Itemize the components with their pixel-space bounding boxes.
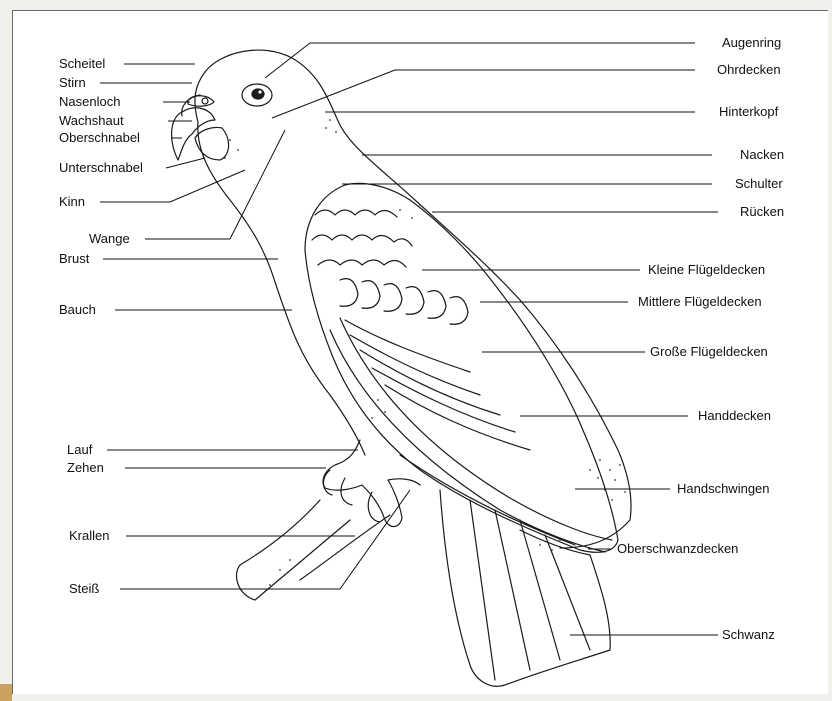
label-ohrdecken: Ohrdecken bbox=[717, 62, 781, 77]
label-mittlere-fluegeldecken: Mittlere Flügeldecken bbox=[638, 294, 762, 309]
label-krallen: Krallen bbox=[69, 528, 109, 543]
label-unterschnabel: Unterschnabel bbox=[59, 160, 143, 175]
left-leaders bbox=[100, 64, 410, 589]
label-ruecken: Rücken bbox=[740, 204, 784, 219]
label-wachshaut: Wachshaut bbox=[59, 113, 124, 128]
label-stirn: Stirn bbox=[59, 75, 86, 90]
primary-feathers bbox=[330, 318, 612, 552]
greater-coverts bbox=[345, 320, 530, 450]
label-scheitel: Scheitel bbox=[59, 56, 105, 71]
parrot-eye bbox=[252, 89, 264, 99]
parrot-cere bbox=[188, 96, 214, 106]
label-brust: Brust bbox=[59, 251, 90, 266]
parrot-nostril bbox=[202, 98, 208, 104]
parrot-body-outline bbox=[198, 50, 631, 548]
label-nacken: Nacken bbox=[740, 147, 784, 162]
label-lauf: Lauf bbox=[67, 442, 93, 457]
label-handschwingen: Handschwingen bbox=[677, 481, 770, 496]
left-labels: Scheitel Stirn Nasenloch Wachshaut Obers… bbox=[59, 56, 143, 596]
label-handdecken: Handdecken bbox=[698, 408, 771, 423]
label-oberschnabel: Oberschnabel bbox=[59, 130, 140, 145]
right-labels: Augenring Ohrdecken Hinterkopf Nacken Sc… bbox=[617, 35, 784, 642]
parrot-leg bbox=[323, 440, 420, 527]
label-hinterkopf: Hinterkopf bbox=[719, 104, 779, 119]
label-nasenloch: Nasenloch bbox=[59, 94, 120, 109]
label-oberschwanzdecken: Oberschwanzdecken bbox=[617, 541, 738, 556]
label-grosse-fluegeldecken: Große Flügeldecken bbox=[650, 344, 768, 359]
label-kinn: Kinn bbox=[59, 194, 85, 209]
label-bauch: Bauch bbox=[59, 302, 96, 317]
label-schwanz: Schwanz bbox=[722, 627, 775, 642]
median-coverts bbox=[340, 279, 468, 325]
label-kleine-fluegeldecken: Kleine Flügeldecken bbox=[648, 262, 765, 277]
parrot-tail bbox=[440, 490, 610, 686]
lesser-coverts bbox=[312, 210, 412, 267]
label-zehen: Zehen bbox=[67, 460, 104, 475]
label-augenring: Augenring bbox=[722, 35, 781, 50]
label-wange: Wange bbox=[89, 231, 130, 246]
label-schulter: Schulter bbox=[735, 176, 783, 191]
label-steiss: Steiß bbox=[69, 581, 99, 596]
parrot-upper-beak bbox=[172, 108, 215, 160]
